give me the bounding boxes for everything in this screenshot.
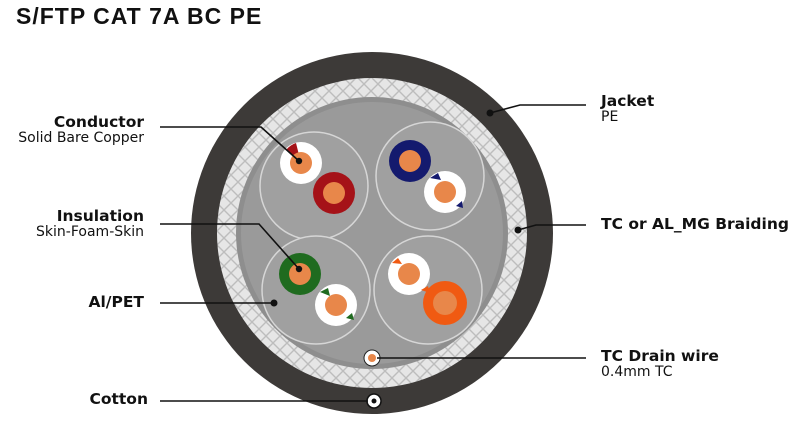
alpet-label: Al/PET [88,293,145,311]
pair-red [259,131,369,241]
leader-lines [160,104,586,402]
page-title: S/FTP CAT 7A BC PE [16,3,263,29]
drain-heading: TC Drain wire [601,347,719,365]
jacket-heading: Jacket [601,92,655,110]
conductor-heading: Conductor [53,113,144,131]
conductor [325,294,347,316]
drain-label: TC Drain wire 0.4mm TC [601,347,719,381]
insulation-label: Insulation Skin-Foam-Skin [36,207,144,241]
conductor-leader [160,126,300,162]
conductor [289,263,311,285]
drain-sub: 0.4mm TC [601,364,673,381]
braiding-label: TC or AL_MG Braiding [601,215,789,233]
jacket-sub: PE [601,109,619,126]
pair-orange [373,235,483,345]
conductor [433,291,457,315]
pair-shield [261,235,371,345]
insulation-heading: Insulation [56,207,144,225]
insulation-sub: Skin-Foam-Skin [36,224,144,241]
pair-green [261,235,371,345]
conductor [398,263,420,285]
jacket-label: Jacket PE [601,92,655,126]
braiding-leader [517,224,586,231]
insulation-leader [160,223,300,270]
pair-shield [375,121,485,231]
pair-blue [375,121,485,231]
jacket-leader [489,104,586,114]
conductor-sub: Solid Bare Copper [18,130,144,147]
cotton-heading: Cotton [89,390,148,408]
alpet-heading: Al/PET [88,293,145,311]
cotton-label: Cotton [89,390,148,408]
conductor-label: Conductor Solid Bare Copper [18,113,144,147]
braiding-heading: TC or AL_MG Braiding [601,215,789,233]
conductor [399,150,421,172]
conductor [323,182,345,204]
conductor [434,181,456,203]
